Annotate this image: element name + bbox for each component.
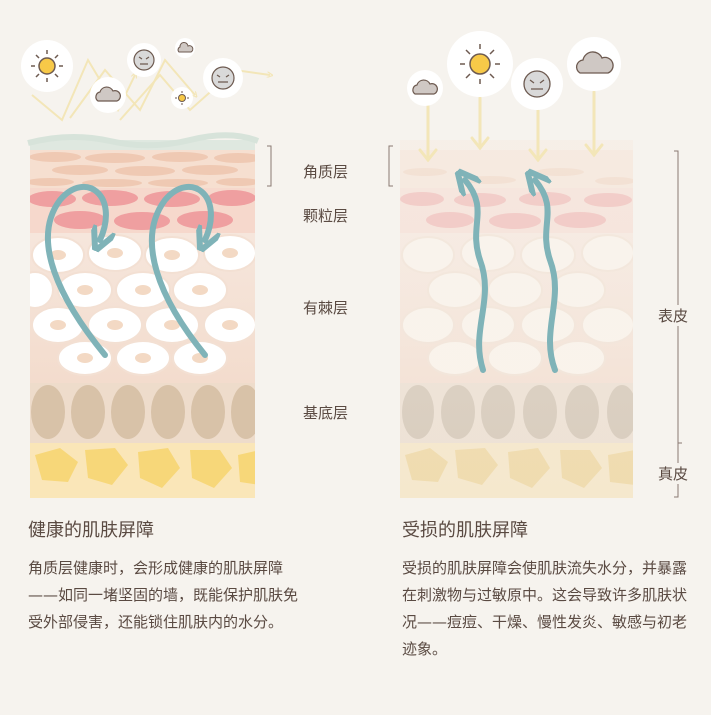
cloud-icon	[567, 37, 621, 91]
cloud-icon	[407, 70, 443, 106]
layer-label-granular: 颗粒层	[303, 207, 349, 225]
dizzy-face-icon	[127, 43, 161, 77]
layer-label-stratum-corneum: 角质层	[303, 163, 349, 181]
sun-icon	[21, 40, 73, 92]
damaged-barrier-title: 受损的肌肤屏障	[402, 520, 528, 541]
dizzy-face-icon	[511, 58, 563, 110]
healthy-barrier-title: 健康的肌肤屏障	[28, 520, 154, 541]
region-label-dermis: 真皮	[658, 463, 689, 484]
layer-label-basal: 基底层	[303, 404, 349, 422]
penetrating-rays	[418, 90, 604, 163]
damaged-skin-cross-section	[400, 140, 633, 498]
surface-wave	[27, 132, 260, 149]
layer-label-spinous: 有棘层	[303, 299, 349, 317]
cloud-icon	[175, 38, 195, 58]
dizzy-face-icon	[203, 58, 243, 98]
region-label-epidermis: 表皮	[658, 305, 689, 326]
sun-icon	[447, 31, 513, 97]
healthy-skin-cross-section	[30, 140, 255, 498]
damaged-barrier-description: 受损的肌肤屏障会使肌肤流失水分，并暴露在刺激物与过敏原中。这会导致许多肌肤状况—…	[402, 559, 688, 658]
sun-icon	[171, 87, 193, 109]
healthy-barrier-description: 角质层健康时，会形成健康的肌肤屏障——如同一堵坚固的墙，既能保护肌肤免受外部侵害…	[28, 559, 299, 631]
cloud-icon	[90, 77, 126, 113]
